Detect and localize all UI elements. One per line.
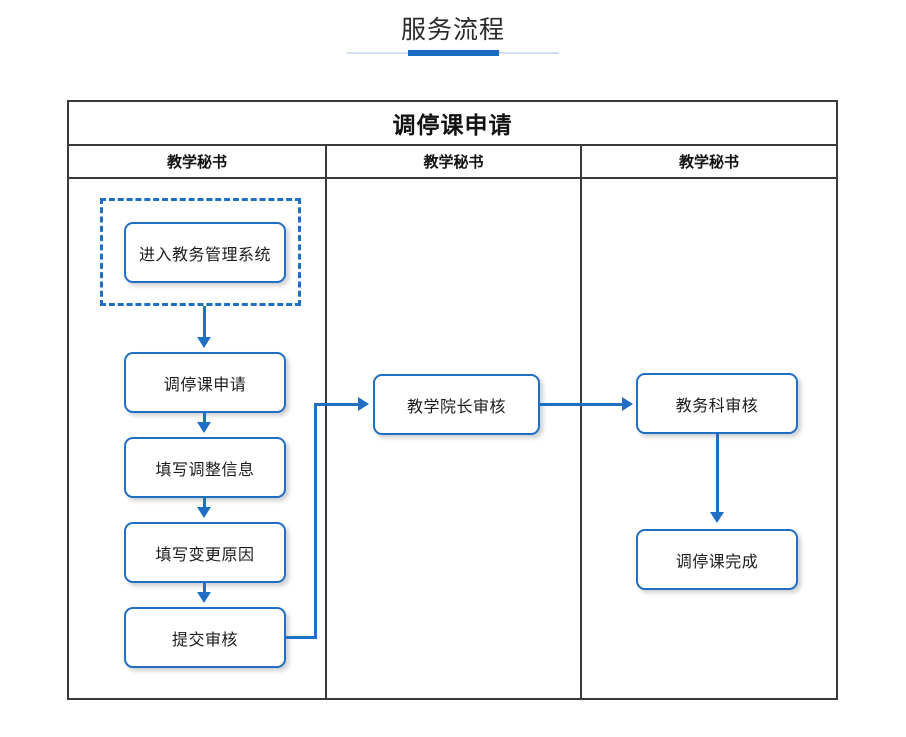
connector-fill-adjust-to-fill-reason xyxy=(203,498,206,511)
arrow-down-icon-apply xyxy=(197,337,211,348)
swimlane-title-row: 调停课申请 xyxy=(69,102,836,146)
title-rule-accent xyxy=(408,50,499,56)
node-office-review[interactable]: 教务科审核 xyxy=(636,373,798,434)
node-fill-reason-label: 填写变更原因 xyxy=(155,546,255,564)
node-office-review-label: 教务科审核 xyxy=(675,397,759,415)
lane-header-1-label: 教学秘书 xyxy=(166,154,227,171)
node-submit[interactable]: 提交审核 xyxy=(124,607,286,668)
node-submit-label: 提交审核 xyxy=(171,631,238,649)
connector-office-review-to-done xyxy=(716,434,719,516)
lane-divider-2 xyxy=(580,179,582,698)
connector-apply-to-fill-adjust xyxy=(203,413,206,426)
arrow-down-icon-submit xyxy=(197,592,211,603)
arrow-down-icon-done xyxy=(710,512,724,523)
lane-divider-1 xyxy=(325,179,327,698)
lane-header-1: 教学秘书 xyxy=(69,146,325,177)
arrow-right-icon-dean-review xyxy=(358,397,369,411)
connector-enter-system-to-apply xyxy=(203,306,206,341)
node-enter-system-label: 进入教务管理系统 xyxy=(138,246,271,264)
connector-fill-reason-to-submit xyxy=(203,583,206,596)
connector-submit-to-dean-segment-2 xyxy=(314,403,317,639)
entry-group-dashed-box xyxy=(100,198,301,306)
arrow-down-icon-fill-reason xyxy=(197,507,211,518)
node-apply-label: 调停课申请 xyxy=(163,376,247,394)
page-header: 服务流程 xyxy=(0,14,906,46)
arrow-right-icon-office-review xyxy=(622,397,633,411)
swimlane-header-row: 教学秘书 教学秘书 教学秘书 xyxy=(69,146,836,179)
node-dean-review[interactable]: 教学院长审核 xyxy=(373,374,540,435)
node-apply[interactable]: 调停课申请 xyxy=(124,352,286,413)
node-done-label: 调停课完成 xyxy=(675,553,759,571)
page-title: 服务流程 xyxy=(400,16,505,44)
connector-submit-to-dean-segment-1 xyxy=(286,636,317,639)
node-enter-system[interactable]: 进入教务管理系统 xyxy=(124,222,286,283)
lane-header-3: 教学秘书 xyxy=(580,146,836,177)
connector-dean-to-office-review xyxy=(540,403,625,406)
lane-header-3-label: 教学秘书 xyxy=(678,154,739,171)
node-fill-adjust[interactable]: 填写调整信息 xyxy=(124,437,286,498)
node-done[interactable]: 调停课完成 xyxy=(636,529,798,590)
swimlane-body xyxy=(69,179,836,698)
node-dean-review-label: 教学院长审核 xyxy=(406,398,506,416)
lane-header-2: 教学秘书 xyxy=(325,146,580,177)
node-fill-reason[interactable]: 填写变更原因 xyxy=(124,522,286,583)
connector-submit-to-dean-segment-3 xyxy=(314,403,362,406)
lane-header-2-label: 教学秘书 xyxy=(423,154,484,171)
arrow-down-icon-fill-adjust xyxy=(197,422,211,433)
node-fill-adjust-label: 填写调整信息 xyxy=(155,461,255,479)
swimlane-title: 调停课申请 xyxy=(392,112,513,138)
